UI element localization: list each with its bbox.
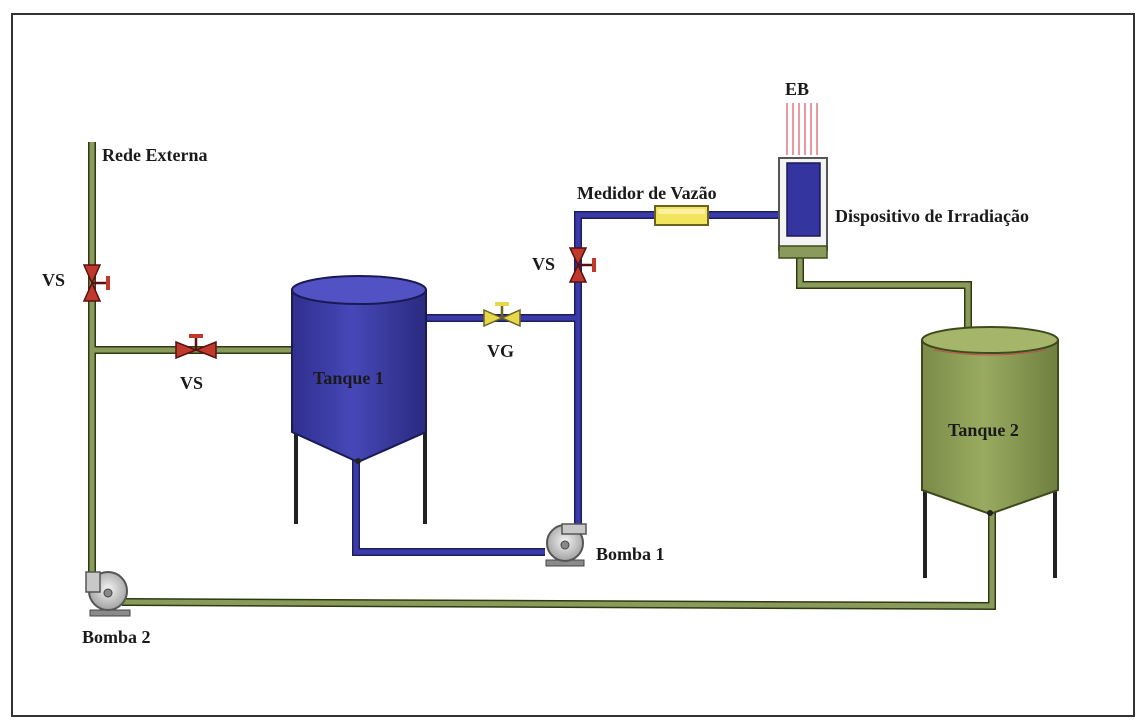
label-rede-externa: Rede Externa (102, 145, 207, 165)
label-vs-upper: VS (532, 254, 555, 274)
pump-1 (545, 523, 587, 567)
pump-2 (85, 571, 131, 617)
label-bomba-2: Bomba 2 (82, 627, 151, 647)
label-vs-rede-externa: VS (42, 270, 65, 290)
electron-beam-rays (786, 103, 818, 155)
flow-meter (654, 205, 709, 226)
label-bomba-1: Bomba 1 (596, 544, 665, 564)
tank-2 (921, 326, 1059, 578)
label-eb: EB (785, 79, 809, 99)
valve-vg (483, 302, 521, 328)
label-dispositivo-de-irradiacao: Dispositivo de Irradiação (835, 206, 1029, 226)
valve-vs-upper (568, 247, 596, 283)
label-vs-horizontal: VS (180, 373, 203, 393)
label-medidor-de-vazao: Medidor de Vazão (577, 183, 717, 203)
label-tanque-2: Tanque 2 (948, 420, 1019, 440)
irradiation-device (778, 157, 828, 259)
label-tanque-1: Tanque 1 (313, 368, 384, 388)
valve-vs-rede-externa (82, 264, 110, 302)
tank-1 (291, 275, 427, 524)
valve-vs-horizontal (175, 334, 217, 360)
label-vg: VG (487, 341, 514, 361)
